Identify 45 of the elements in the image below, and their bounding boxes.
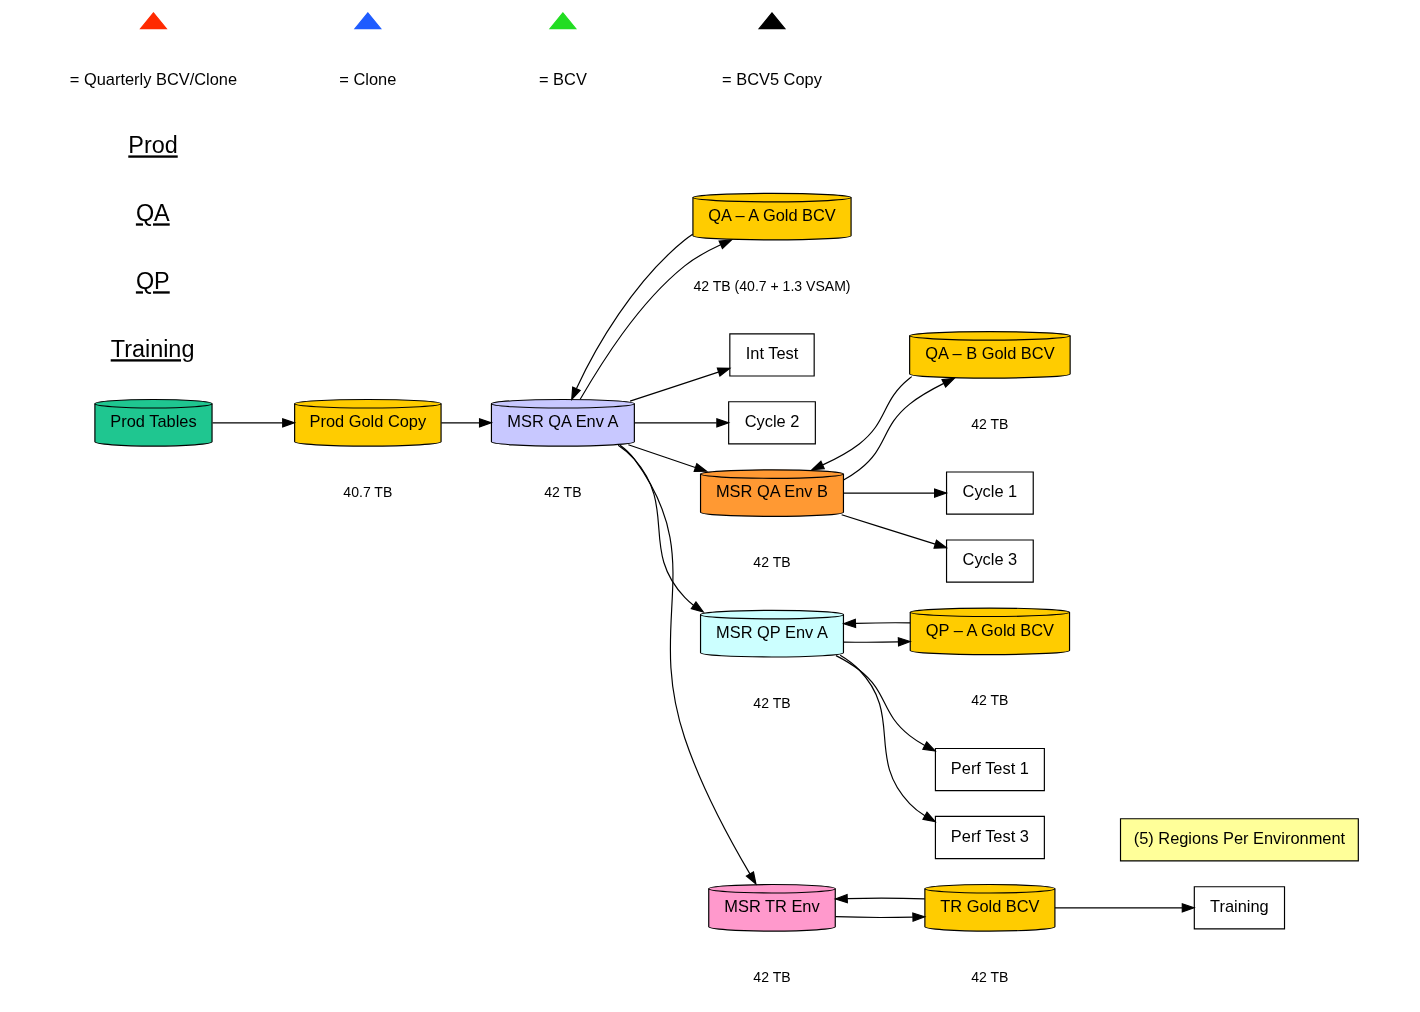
arrow bbox=[842, 488, 948, 499]
arrow bbox=[617, 444, 705, 613]
arrow bbox=[834, 655, 937, 752]
arrow bbox=[211, 417, 296, 428]
arrow bbox=[1053, 902, 1196, 913]
arrow bbox=[633, 417, 730, 428]
arrow bbox=[809, 376, 912, 471]
label: QP bbox=[135, 268, 170, 295]
arrow bbox=[833, 893, 925, 904]
node-box: Perf Test 1 bbox=[934, 747, 1045, 792]
node-label: 42 TB bbox=[970, 415, 1009, 432]
node-label: 42 TB bbox=[752, 694, 791, 711]
legend-label: = BCV5 Copy bbox=[721, 70, 822, 89]
arrow bbox=[842, 377, 956, 481]
node-box: Cycle 3 bbox=[945, 539, 1034, 583]
node-box: (5) Regions Per Environment bbox=[1119, 818, 1359, 862]
node-label: 42 TB bbox=[752, 968, 791, 985]
node-box: Perf Test 3 bbox=[934, 815, 1045, 860]
node-box: Int Test bbox=[728, 333, 815, 377]
node-box: Training bbox=[1193, 886, 1285, 930]
arrow bbox=[578, 239, 733, 401]
label: Training bbox=[110, 336, 194, 363]
label: Prod bbox=[127, 132, 178, 159]
node-label: 42 TB (40.7 + 1.3 VSAM) bbox=[692, 277, 851, 294]
legend-label: = BCV bbox=[538, 70, 587, 89]
arrow bbox=[834, 912, 926, 923]
arrow bbox=[841, 618, 911, 629]
arrow bbox=[628, 367, 731, 402]
label: QA bbox=[135, 200, 170, 227]
arrow bbox=[440, 417, 493, 428]
node-box: Cycle 2 bbox=[727, 401, 816, 445]
node-label: 42 TB bbox=[752, 554, 791, 571]
legend-label: = Quarterly BCV/Clone bbox=[69, 70, 237, 89]
arrow bbox=[570, 233, 693, 402]
arrow bbox=[840, 514, 948, 549]
arrow bbox=[619, 444, 757, 886]
arrow bbox=[839, 654, 937, 823]
node-label: 42 TB bbox=[970, 968, 1009, 985]
legend-label: = Clone bbox=[338, 70, 396, 89]
arrow bbox=[627, 444, 708, 472]
node-box: Cycle 1 bbox=[945, 471, 1034, 515]
arrow bbox=[842, 636, 912, 647]
node-label: 42 TB bbox=[970, 692, 1009, 709]
node-label: 40.7 TB bbox=[342, 483, 392, 500]
node-label: 42 TB bbox=[543, 483, 582, 500]
